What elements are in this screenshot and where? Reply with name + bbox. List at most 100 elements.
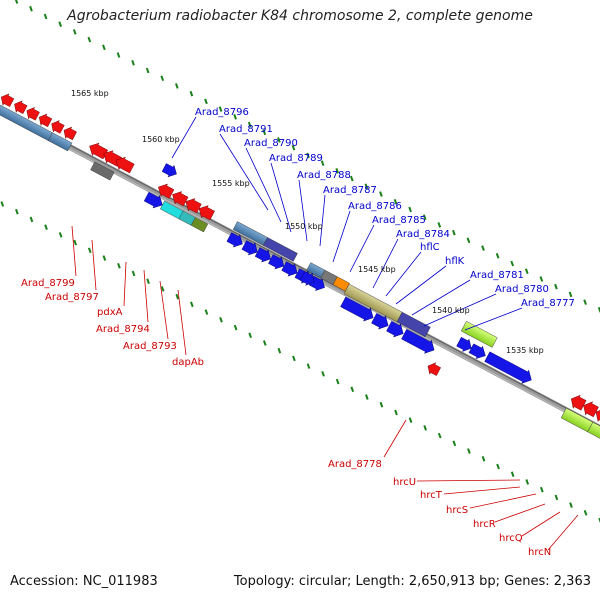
- tick-mark: [437, 432, 442, 439]
- gene-label-Arad_8781[interactable]: Arad_8781: [470, 270, 524, 281]
- reverse-gene-arrow[interactable]: [49, 118, 66, 135]
- reverse-gene-arrow[interactable]: [182, 195, 202, 214]
- tick-mark: [452, 229, 456, 236]
- gene-label-hflC[interactable]: hflC: [420, 242, 440, 253]
- forward-gene-arrow[interactable]: [371, 312, 392, 333]
- tick-mark: [131, 270, 136, 277]
- reverse-gene-arrow[interactable]: [580, 399, 599, 419]
- gene-label-Arad_8784[interactable]: Arad_8784: [396, 229, 450, 240]
- forward-gene-arrow[interactable]: [468, 342, 489, 362]
- tick-mark: [131, 59, 135, 66]
- gene-label-hflK[interactable]: hflK: [445, 256, 465, 267]
- reverse-gene-arrow[interactable]: [61, 125, 78, 142]
- reverse-gene-arrow[interactable]: [24, 105, 41, 122]
- gene-label-Arad_8787[interactable]: Arad_8787: [323, 185, 377, 196]
- gene-label-Arad_8780[interactable]: Arad_8780: [495, 284, 549, 295]
- reverse-gene-arrow[interactable]: [86, 140, 109, 161]
- reverse-gene-arrow[interactable]: [36, 111, 53, 128]
- leader-line: [443, 486, 521, 495]
- tick-mark: [379, 191, 383, 197]
- tick-mark: [145, 67, 150, 74]
- forward-gene-arrow[interactable]: [226, 231, 246, 250]
- tick-mark: [58, 232, 63, 238]
- kbp-label: 1550 kbp: [285, 222, 323, 231]
- reverse-gene-arrow[interactable]: [196, 202, 216, 221]
- gene-label-hrcQ[interactable]: hrcQ: [499, 533, 523, 544]
- gene-label-Arad_8777[interactable]: Arad_8777: [521, 298, 575, 309]
- reverse-gene-arrow[interactable]: [11, 98, 28, 115]
- forward-gene-arrow[interactable]: [456, 335, 475, 354]
- label-leaders: [71, 116, 579, 551]
- gene-label-pdxA[interactable]: pdxA: [97, 307, 123, 318]
- gene-label-dapAb[interactable]: dapAb: [172, 357, 204, 368]
- tick-mark: [306, 152, 310, 159]
- gene-label-Arad_8796[interactable]: Arad_8796: [195, 107, 249, 118]
- gene-label-Arad_8797[interactable]: Arad_8797: [45, 292, 99, 303]
- tick-mark: [510, 471, 515, 478]
- tick-mark: [233, 324, 238, 331]
- tick-mark: [583, 299, 587, 305]
- reverse-gene-arrow[interactable]: [568, 392, 587, 412]
- forward-gene-arrow[interactable]: [340, 295, 377, 324]
- forward-gene-arrow[interactable]: [254, 246, 274, 265]
- topology-text: Topology: circular; Length: 2,650,913 bp…: [233, 574, 591, 589]
- gene-label-hrcR[interactable]: hrcR: [473, 519, 496, 530]
- gene-label-Arad_8788[interactable]: Arad_8788: [297, 170, 351, 181]
- reverse-gene-arrow[interactable]: [425, 360, 442, 377]
- gene-label-hrcU[interactable]: hrcU: [393, 477, 416, 488]
- tick-mark: [583, 510, 588, 516]
- tick-mark: [452, 440, 457, 447]
- forward-gene-arrow[interactable]: [281, 260, 301, 279]
- cog-bar: [396, 311, 431, 338]
- reverse-gene-arrow[interactable]: [113, 154, 135, 175]
- kbp-label: 1560 kbp: [142, 135, 180, 144]
- gene-label-Arad_8786[interactable]: Arad_8786: [348, 201, 402, 212]
- gene-label-hrcT[interactable]: hrcT: [420, 490, 443, 501]
- accession-text: Accession: NC_011983: [10, 574, 158, 589]
- forward-gene-arrow[interactable]: [267, 253, 287, 272]
- leader-line: [332, 210, 351, 263]
- forward-gene-arrow[interactable]: [299, 270, 317, 288]
- tick-mark: [102, 44, 106, 51]
- forward-gene-arrow[interactable]: [161, 162, 179, 180]
- forward-gene-arrow[interactable]: [484, 350, 535, 387]
- tick-mark: [437, 222, 442, 228]
- gene-label-Arad_8794[interactable]: Arad_8794: [96, 324, 150, 335]
- forward-gene-arrow[interactable]: [241, 239, 261, 258]
- tick-mark: [554, 283, 558, 290]
- tick-mark: [292, 355, 296, 362]
- reverse-gene-labels: Arad_8799 Arad_8797 pdxA Arad_8794 Arad_…: [21, 278, 551, 558]
- tick-mark: [44, 224, 48, 230]
- tick-mark: [29, 216, 34, 223]
- reverse-gene-arrow[interactable]: [0, 91, 15, 108]
- gene-label-hrcN[interactable]: hrcN: [528, 547, 551, 558]
- tick-mark: [219, 317, 223, 323]
- tick-mark: [539, 486, 544, 493]
- gene-label-Arad_8785[interactable]: Arad_8785: [372, 215, 426, 226]
- tick-mark: [262, 129, 267, 136]
- tick-mark: [408, 417, 413, 423]
- leader-line: [547, 514, 579, 551]
- tick-mark: [422, 214, 427, 220]
- tick-mark: [247, 121, 252, 128]
- gene-label-hrcS[interactable]: hrcS: [446, 505, 468, 516]
- gene-label-Arad_8789[interactable]: Arad_8789: [269, 153, 323, 164]
- kbp-label: 1545 kbp: [358, 265, 396, 274]
- forward-gene-arrow[interactable]: [386, 320, 407, 341]
- gene-label-Arad_8793[interactable]: Arad_8793: [123, 341, 177, 352]
- gene-label-Arad_8778[interactable]: Arad_8778: [328, 459, 382, 470]
- gene-label-Arad_8799[interactable]: Arad_8799: [21, 278, 75, 289]
- leader-line: [385, 251, 422, 297]
- gene-label-Arad_8791[interactable]: Arad_8791: [219, 124, 273, 135]
- tick-mark: [554, 494, 559, 501]
- forward-gene-arrow[interactable]: [401, 328, 438, 357]
- ruler-labels: 1565 kbp 1560 kbp 1555 kbp 1550 kbp 1545…: [71, 89, 544, 355]
- reverse-gene-arrow[interactable]: [169, 188, 189, 207]
- gene-label-Arad_8790[interactable]: Arad_8790: [244, 138, 298, 149]
- leader-line: [159, 280, 169, 340]
- cog-bar: [47, 132, 73, 152]
- ticks-outer: [14, 0, 600, 313]
- reverse-gene-arrow[interactable]: [155, 181, 175, 200]
- forward-gene-arrow[interactable]: [143, 190, 165, 211]
